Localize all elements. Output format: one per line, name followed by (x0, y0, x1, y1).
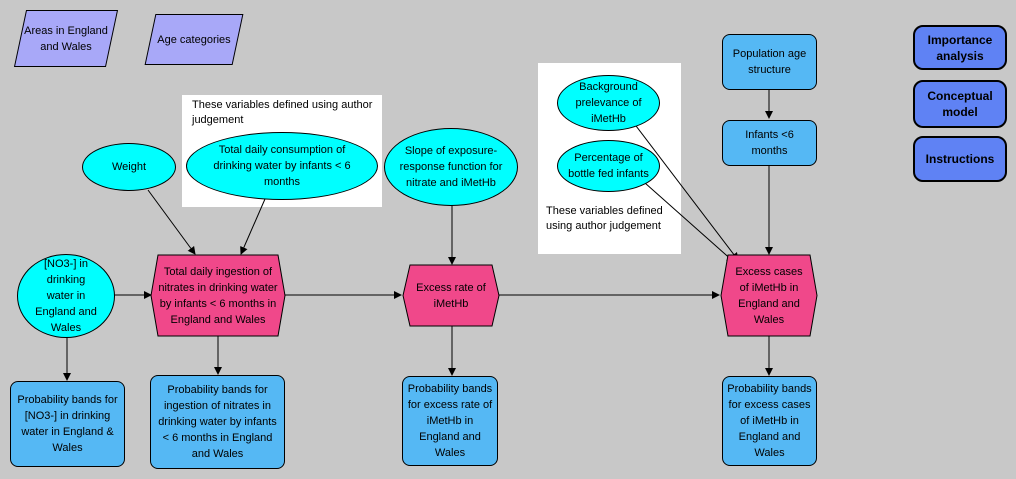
arrow-background-to-excess-cases (629, 117, 739, 261)
conceptual-model-label: Conceptual model (927, 89, 993, 119)
slope-label: Slope of exposure-response function for … (399, 145, 503, 189)
total-daily-ingestion-node[interactable]: Total daily ingestion of nitrates in dri… (150, 254, 286, 337)
weight-node[interactable]: Weight (82, 143, 176, 191)
age-categories-node[interactable]: Age categories (144, 14, 244, 65)
prob-ingestion-label: Probability bands for ingestion of nitra… (158, 384, 277, 460)
arrow-weight-to-ingestion (147, 189, 196, 255)
infants-6m-label: Infants <6 months (745, 129, 794, 157)
prob-excess-cases-node[interactable]: Probability bands for excess cases of iM… (722, 376, 817, 466)
weight-label: Weight (111, 161, 147, 173)
excess-cases-node[interactable]: Excess cases of iMetHb in England and Wa… (720, 254, 818, 337)
no3-node[interactable]: [NO3-] in drinking water in England and … (17, 254, 115, 338)
population-age-label: Population age structure (732, 48, 807, 76)
prob-no3-label: Probability bands for [NO3-] in drinking… (17, 394, 118, 454)
prob-no3-node[interactable]: Probability bands for [NO3-] in drinking… (10, 381, 125, 467)
arrow-bottle-fed-to-excess-cases (644, 182, 735, 263)
slope-node[interactable]: Slope of exposure-response function for … (384, 128, 518, 206)
prob-excess-rate-node[interactable]: Probability bands for excess rate of iMe… (402, 376, 498, 466)
excess-cases-label: Excess cases of iMetHb in England and Wa… (735, 265, 803, 326)
areas-node[interactable]: Areas in England and Wales (13, 10, 119, 67)
percentage-bottle-fed-label: Percentage of bottle fed infants (568, 152, 649, 180)
total-daily-consumption-label: Total daily consumption of drinking wate… (213, 144, 351, 188)
hexagon-shape (402, 264, 500, 327)
hexagon-shape (720, 254, 818, 337)
total-daily-ingestion-label: Total daily ingestion of nitrates in dri… (158, 265, 278, 326)
population-age-node[interactable]: Population age structure (722, 34, 817, 90)
excess-rate-label: Excess rate of iMetHb (416, 281, 486, 310)
background-prevalence-label: Background prelevance of iMetHb (575, 81, 642, 125)
prob-excess-rate-label: Probability bands for excess rate of iMe… (407, 383, 493, 459)
areas-label: Areas in England and Wales (24, 24, 108, 53)
no3-label: [NO3-] in drinking water in England and … (35, 258, 97, 334)
importance-analysis-button[interactable]: Importance analysis (913, 25, 1007, 70)
instructions-button[interactable]: Instructions (913, 136, 1007, 182)
age-categories-label: Age categories (157, 33, 231, 46)
excess-rate-node[interactable]: Excess rate of iMetHb (402, 264, 500, 327)
conceptual-model-button[interactable]: Conceptual model (913, 80, 1007, 128)
prob-excess-cases-label: Probability bands for excess cases of iM… (727, 383, 812, 459)
instructions-label: Instructions (925, 152, 995, 166)
author-judgement-text-2: These variables defined using author jud… (546, 205, 663, 232)
background-prevalence-node[interactable]: Background prelevance of iMetHb (557, 75, 660, 131)
total-daily-consumption-node[interactable]: Total daily consumption of drinking wate… (186, 132, 378, 200)
infants-6m-node[interactable]: Infants <6 months (722, 120, 817, 166)
arrow-consumption-to-ingestion (240, 198, 266, 255)
author-judgement-text-1: These variables defined using author jud… (192, 99, 373, 126)
prob-ingestion-node[interactable]: Probability bands for ingestion of nitra… (150, 375, 285, 469)
importance-analysis-label: Importance analysis (927, 32, 993, 63)
hexagon-shape (150, 254, 286, 337)
percentage-bottle-fed-node[interactable]: Percentage of bottle fed infants (557, 140, 660, 192)
